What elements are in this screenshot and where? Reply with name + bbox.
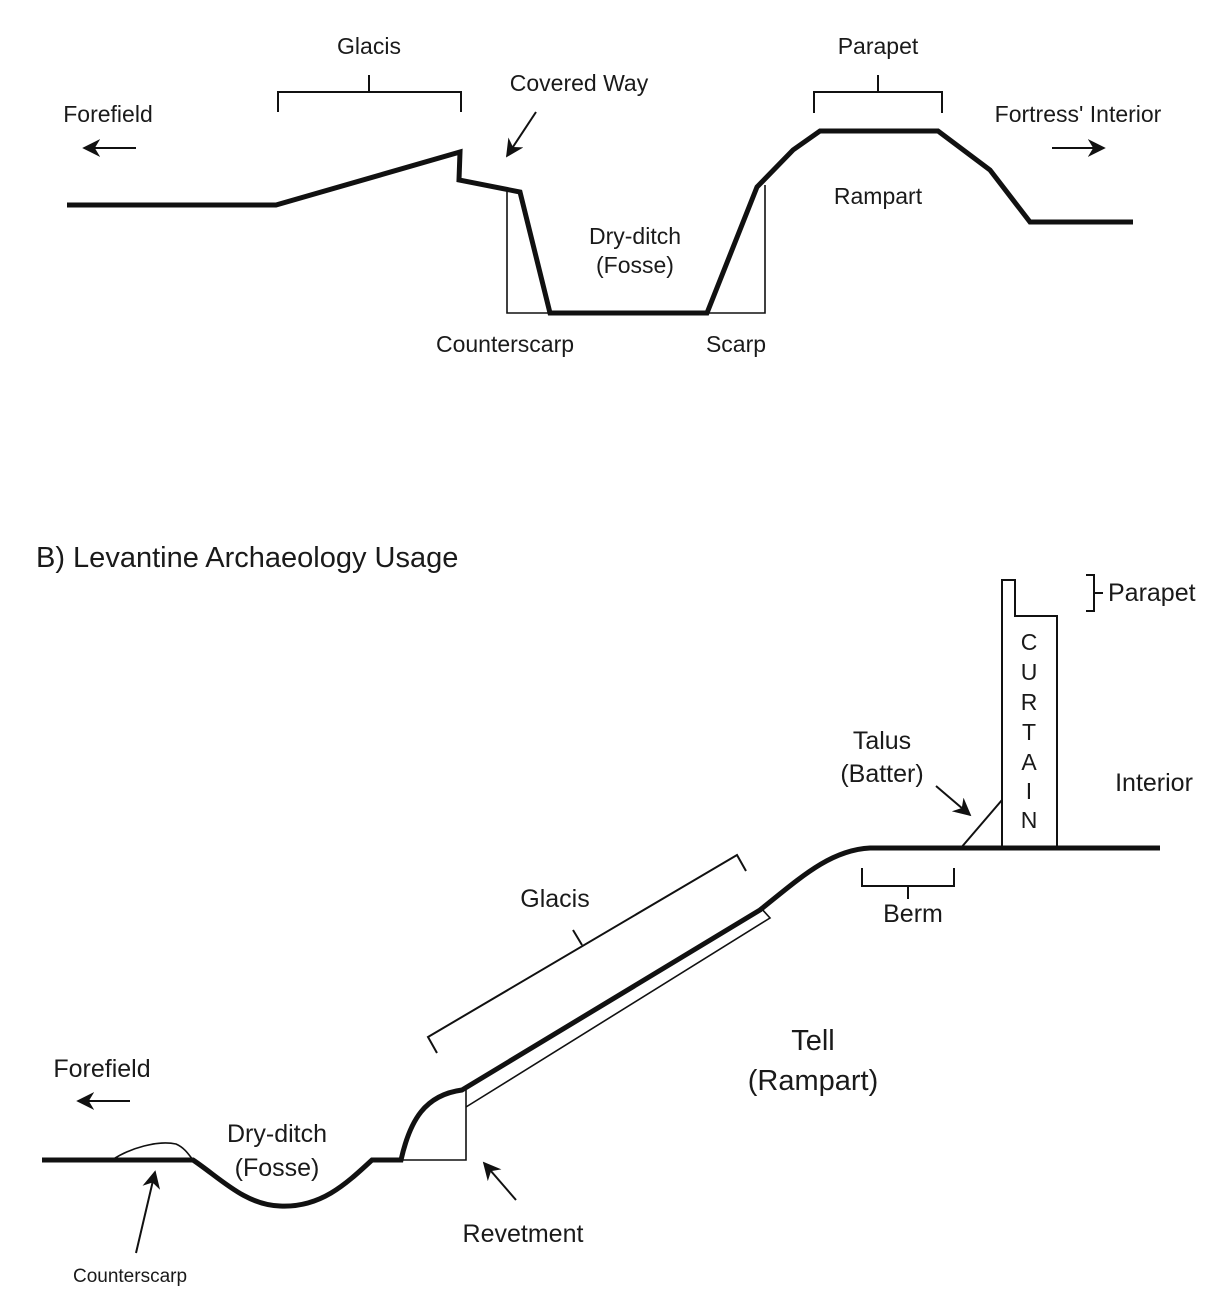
counterscarp-arrow	[135, 1170, 161, 1254]
rampart-label-b: (Rampart)	[748, 1065, 879, 1097]
parapet-bracket-b	[1086, 574, 1103, 612]
curtain-letter: N	[1021, 807, 1038, 833]
glacis-bracket-b	[426, 853, 747, 1054]
interior-label: Interior	[1115, 769, 1193, 797]
curtain-letter: U	[1021, 659, 1038, 685]
glacis-label-a: Glacis	[337, 33, 401, 59]
parapet-bracket-a	[813, 75, 943, 113]
dry-ditch-label-b: Dry-ditch	[227, 1120, 327, 1148]
covered-way-arrow	[506, 111, 537, 158]
panel-b: B) Levantine Archaeology Usage Parapet C…	[36, 542, 1196, 1287]
curtain-letter: T	[1022, 719, 1036, 745]
curtain-wall	[1001, 579, 1058, 847]
panel-a: Glacis Covered Way Parapet Forefield For…	[63, 33, 1161, 357]
forefield-label-a: Forefield	[63, 101, 152, 127]
profile-b	[42, 845, 1160, 1209]
fortress-interior-label: Fortress' Interior	[995, 101, 1162, 127]
counterscarp-label-b: Counterscarp	[73, 1266, 187, 1287]
batter-label: (Batter)	[840, 760, 923, 788]
parapet-label-b: Parapet	[1108, 579, 1196, 607]
fosse-label-a: (Fosse)	[596, 252, 674, 278]
curtain-letter: A	[1021, 749, 1037, 775]
counterscarp-outline	[506, 190, 548, 314]
tell-label: Tell	[791, 1025, 835, 1057]
talus-arrow	[935, 785, 972, 817]
berm-bracket	[861, 868, 955, 899]
covered-way-label: Covered Way	[510, 70, 649, 96]
scarp-label-a: Scarp	[706, 331, 766, 357]
fosse-label-b: (Fosse)	[235, 1154, 320, 1182]
counterscarp-bump	[111, 1142, 194, 1161]
rampart-label-a: Rampart	[834, 183, 923, 209]
parapet-label-a: Parapet	[838, 33, 919, 59]
counterscarp-label-a: Counterscarp	[436, 331, 574, 357]
curtain-letter: I	[1026, 778, 1032, 804]
talus-line	[959, 799, 1003, 850]
forefield-label-b: Forefield	[53, 1055, 150, 1083]
glacis-revetment-layer	[465, 906, 772, 1108]
glacis-bracket-a	[277, 75, 462, 112]
profile-a	[67, 128, 1133, 316]
revetment-box	[400, 1090, 467, 1161]
curtain-label: C U R T A I N	[1021, 629, 1038, 833]
revetment-label: Revetment	[463, 1220, 584, 1248]
curtain-letter: R	[1021, 689, 1038, 715]
panel-b-title: B) Levantine Archaeology Usage	[36, 542, 458, 574]
glacis-label-b: Glacis	[520, 885, 589, 913]
berm-label: Berm	[883, 900, 943, 928]
talus-label: Talus	[853, 727, 911, 755]
curtain-letter: C	[1021, 629, 1038, 655]
revetment-arrow	[482, 1161, 517, 1201]
dry-ditch-label-a: Dry-ditch	[589, 223, 681, 249]
scarp-outline	[708, 185, 766, 314]
